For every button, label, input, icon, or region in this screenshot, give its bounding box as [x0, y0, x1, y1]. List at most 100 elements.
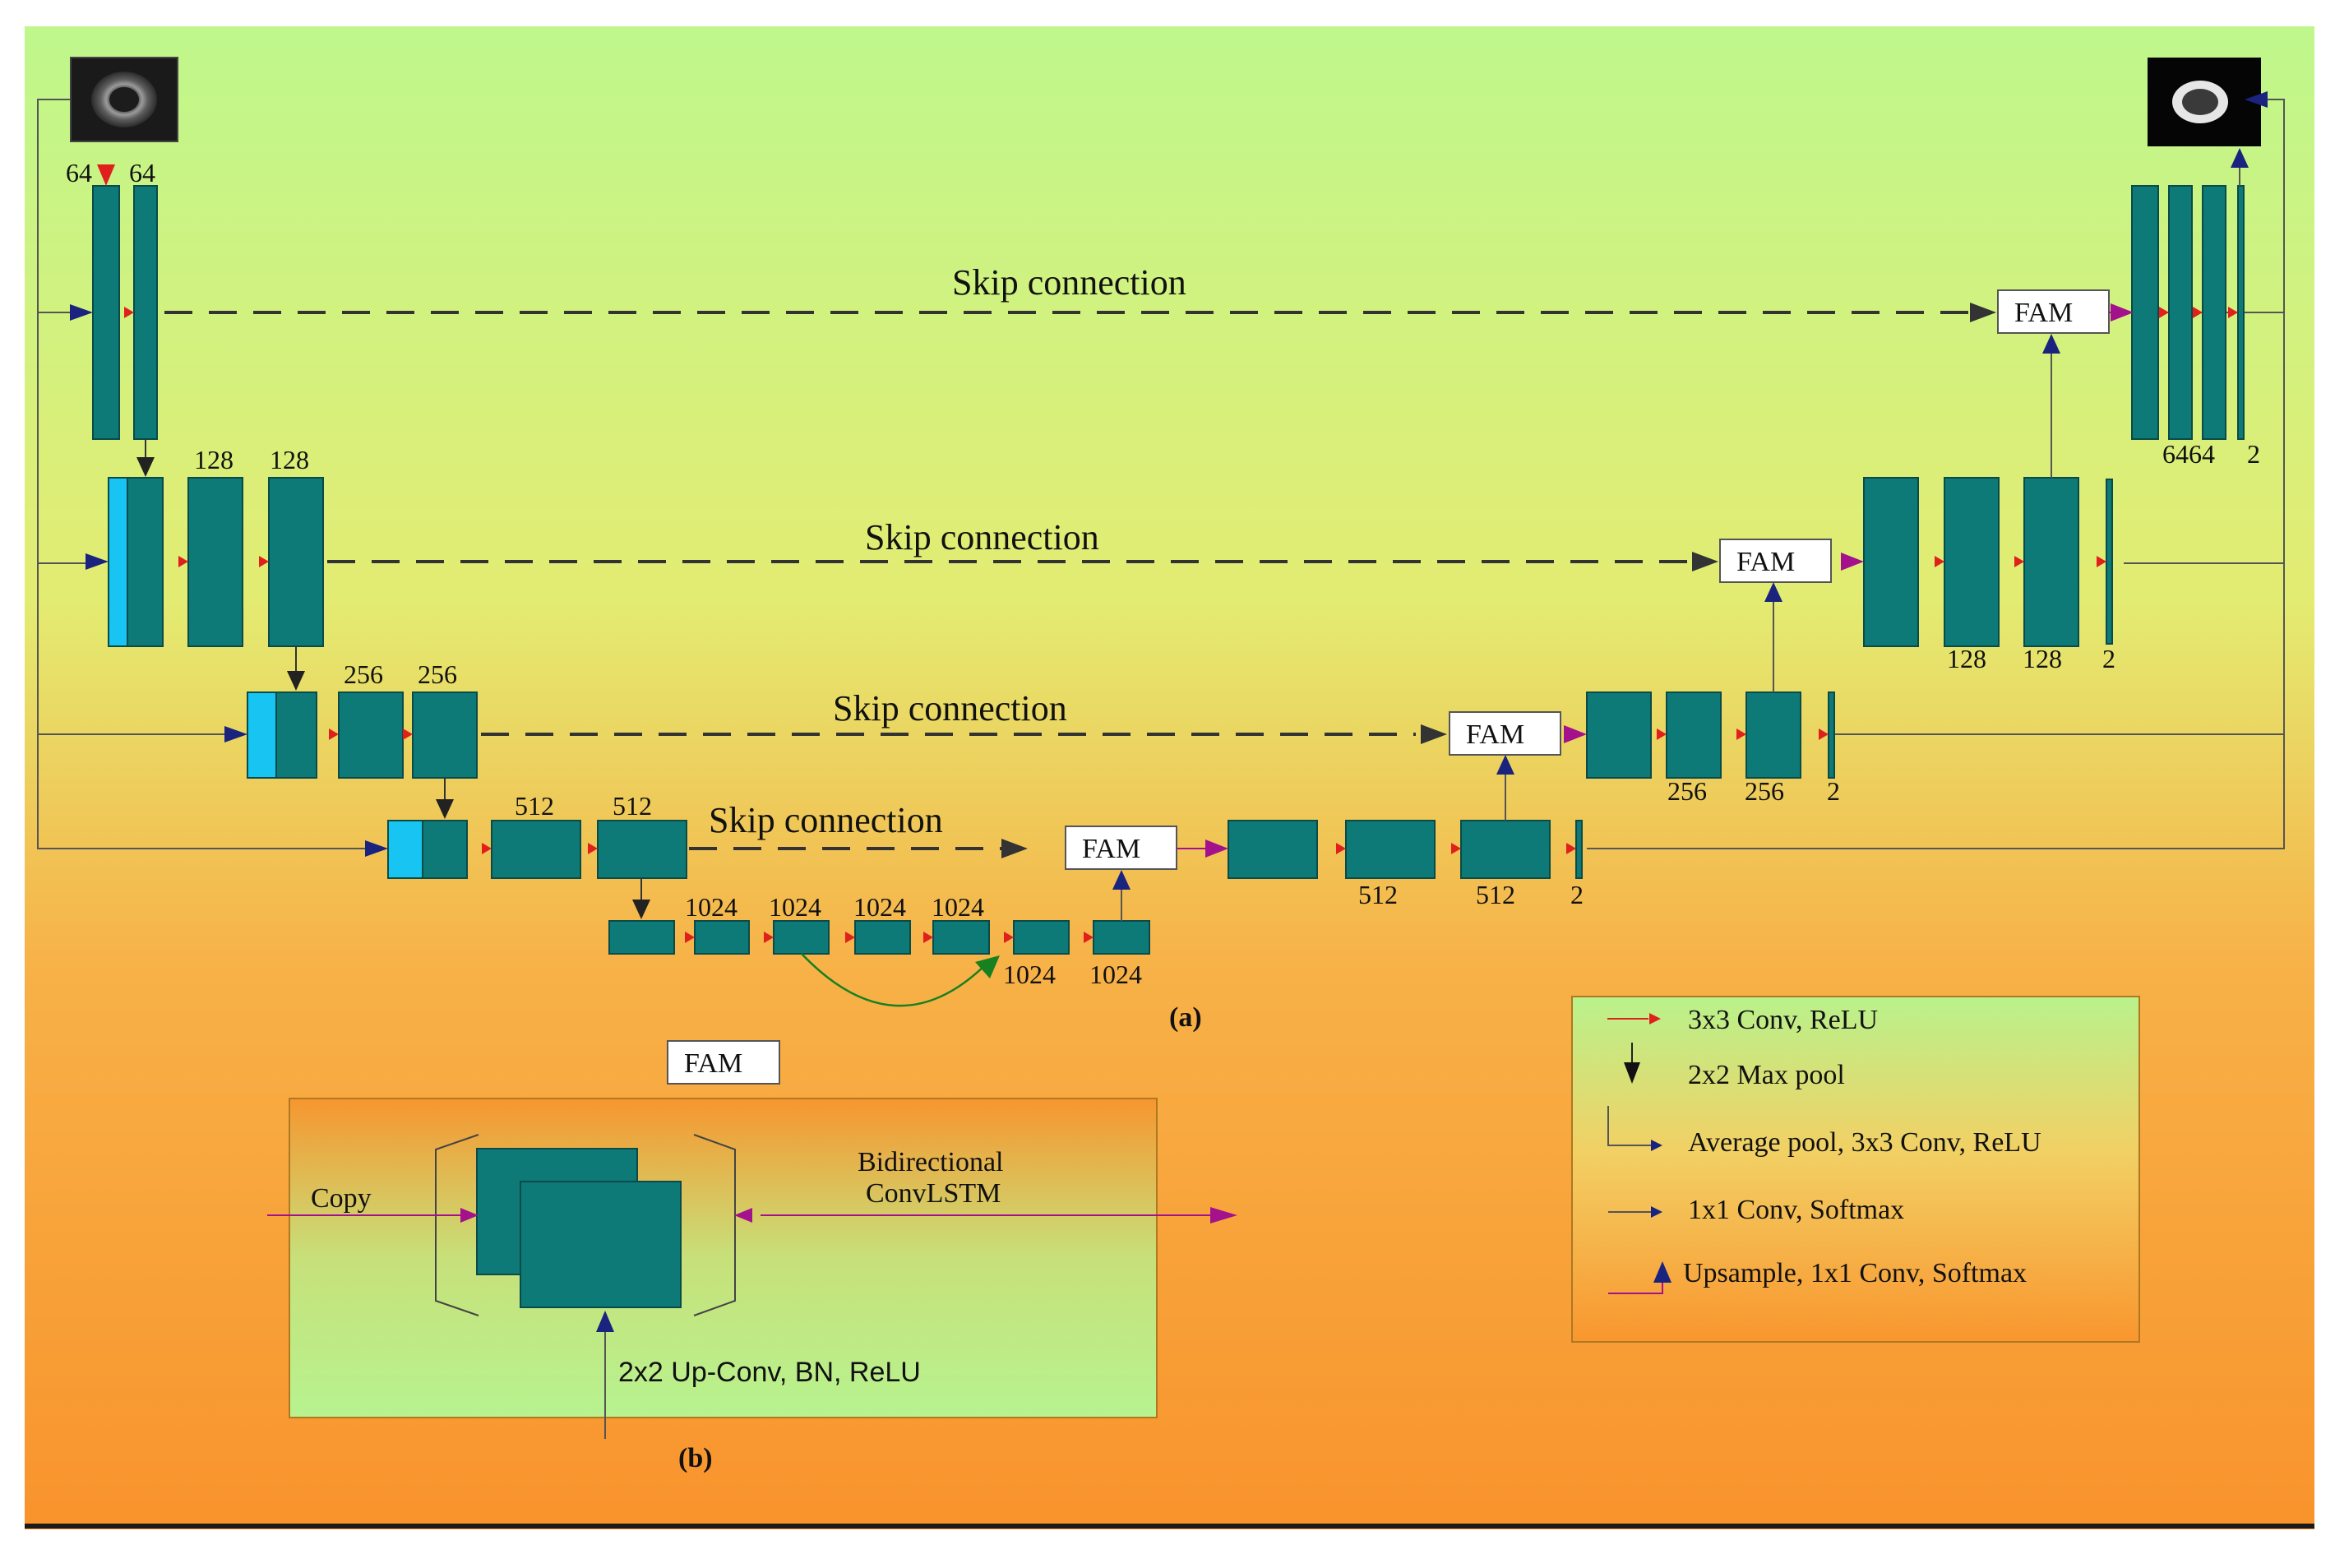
- conv-block: [187, 477, 243, 647]
- fam-output-arrows: [1205, 303, 2134, 858]
- encoder-level-4: [387, 820, 687, 879]
- residual-arrow: [801, 953, 987, 1007]
- channel-label: 512: [1476, 880, 1515, 909]
- channel-label: 2: [1570, 880, 1584, 909]
- svg-text:FAM: FAM: [1466, 719, 1524, 750]
- conv-block: [932, 920, 990, 955]
- output-mask-image: [2148, 58, 2261, 146]
- conv-block: [2023, 477, 2079, 647]
- output-conv: [1575, 820, 1583, 879]
- decoder-level-4: [1228, 820, 1583, 879]
- skip-connection-label: Skip connection: [833, 688, 1067, 728]
- channel-label: 256: [1667, 776, 1707, 806]
- svg-text:FAM: FAM: [2014, 298, 2073, 328]
- svg-text:FAM: FAM: [1082, 834, 1140, 864]
- fam-module-row3: FAM: [1449, 711, 1561, 756]
- fam-detail-arrowheads: [460, 1207, 1237, 1223]
- channel-label: 1024: [853, 892, 906, 922]
- conv-block: [1863, 477, 1919, 647]
- fam-output-lines: [1177, 312, 2113, 849]
- decoder-level-3: [1586, 691, 1835, 779]
- legend-blue-arrow-icon: [1651, 1206, 1662, 1218]
- channel-label: 512: [1358, 880, 1398, 909]
- channel-label: 128: [2023, 644, 2062, 673]
- output-conv: [2237, 185, 2245, 440]
- legend-upsample-line: [1608, 1279, 1663, 1294]
- fam-module-row2: FAM: [1719, 539, 1832, 583]
- conv-block: [268, 477, 324, 647]
- legend-label: 3x3 Conv, ReLU: [1688, 1005, 1878, 1035]
- channel-label: 256: [344, 659, 383, 689]
- conv-block: [1093, 920, 1150, 955]
- channel-label: 64: [66, 158, 92, 187]
- skip-connection-label: Skip connection: [952, 262, 1186, 303]
- upconv-label: 2x2 Up-Conv, BN, ReLU: [618, 1357, 921, 1388]
- svg-text:FAM: FAM: [1736, 547, 1795, 577]
- legend-elbow-line: [1607, 1106, 1653, 1146]
- legend-label: 1x1 Conv, Softmax: [1688, 1195, 1904, 1225]
- channel-label: 128: [270, 445, 309, 474]
- channel-label: 256: [1745, 776, 1784, 806]
- fam-detail-title-box: FAM: [667, 1040, 780, 1085]
- conv-block: [854, 920, 911, 955]
- conv-block: [1745, 691, 1801, 779]
- encoder-level-3: [247, 691, 478, 779]
- conv-block: [1586, 691, 1652, 779]
- channel-label: 1024: [685, 892, 737, 922]
- conv-block: [1013, 920, 1070, 955]
- channel-label: 1024: [932, 892, 984, 922]
- copy-label: Copy: [311, 1183, 372, 1214]
- channel-label: 128: [194, 445, 234, 474]
- conv-block: [133, 185, 158, 440]
- maxpool-arrowheads: [136, 457, 650, 919]
- channel-label: 512: [613, 791, 652, 821]
- fam-stack-brackets: [435, 1134, 736, 1316]
- conv-block: [491, 820, 581, 879]
- skip-connection-lines: [164, 311, 1972, 850]
- entry-arrowheads: [70, 91, 2268, 857]
- legend-red-arrow-icon: [1649, 1013, 1661, 1025]
- conv-block: [338, 691, 404, 779]
- output-conv: [1828, 691, 1835, 779]
- channel-label: 128: [1947, 644, 1986, 673]
- legend-up-arrow-icon: [1653, 1261, 1671, 1283]
- channel-label: 6464: [2162, 439, 2215, 469]
- channel-label: 2: [2247, 439, 2260, 469]
- output-conv: [2106, 479, 2113, 645]
- conv-block: [1666, 691, 1722, 779]
- legend-box: [1571, 996, 2140, 1343]
- svg-text:FAM: FAM: [684, 1048, 742, 1079]
- conv-block: [608, 920, 675, 955]
- conv-block: [1228, 820, 1318, 879]
- fam-detail-panel: [289, 1098, 1158, 1418]
- channel-label: 1024: [1089, 960, 1142, 989]
- conv-block: [1345, 820, 1436, 879]
- legend-down-arrow-icon: [1624, 1062, 1640, 1084]
- skip-connection-label: Skip connection: [709, 800, 943, 840]
- fam-module-row1: FAM: [1997, 289, 2110, 334]
- skip-connection-label: Skip connection: [865, 517, 1099, 557]
- upsample-lines: [1121, 160, 2240, 921]
- bidirectional-label: Bidirectional: [858, 1147, 1004, 1177]
- conv-block: [694, 920, 750, 955]
- fam-module-row4: FAM: [1065, 826, 1177, 870]
- conv-block: [2168, 185, 2193, 440]
- conv-block: [92, 185, 120, 440]
- bottleneck: [608, 920, 1150, 955]
- conv-block: [412, 691, 478, 779]
- encoder-level-1: [92, 185, 158, 440]
- input-image: [70, 57, 178, 142]
- legend-elbow-arrow-icon: [1651, 1140, 1662, 1151]
- bottom-rule: [25, 1524, 2314, 1529]
- conv-block: [2202, 185, 2226, 440]
- channel-label: 1024: [769, 892, 821, 922]
- conv-block: [1944, 477, 2000, 647]
- green-arrowhead: [975, 955, 1000, 978]
- conv-arrows: [97, 164, 2238, 943]
- conv-block: [1460, 820, 1551, 879]
- channel-label: 256: [418, 659, 457, 689]
- channel-label: 2: [1827, 776, 1840, 806]
- channel-label: 512: [515, 791, 554, 821]
- legend-label: Upsample, 1x1 Conv, Softmax: [1683, 1258, 2027, 1288]
- upsample-arrowheads: [1112, 148, 2249, 890]
